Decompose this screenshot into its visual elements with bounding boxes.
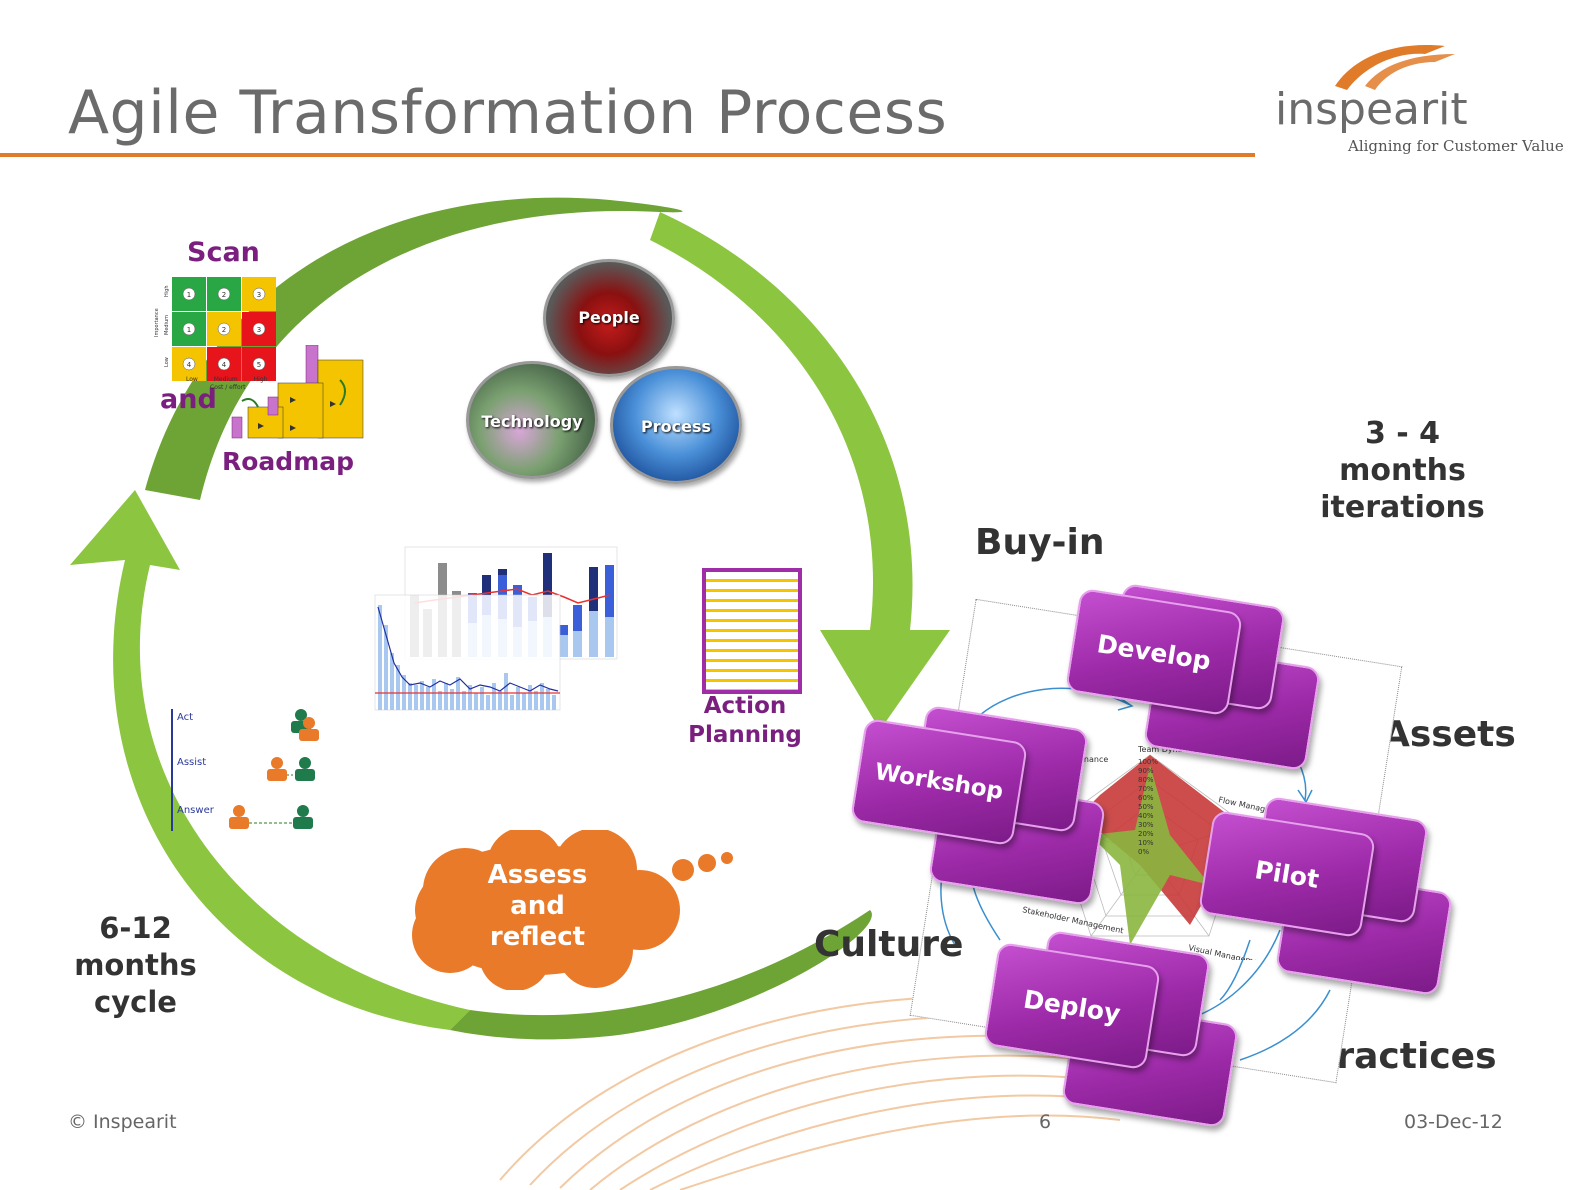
technology-photo: Technology	[466, 361, 598, 479]
radar-tick: 70%	[1138, 785, 1154, 793]
axis-cost-effort: Cost / effort	[210, 384, 246, 391]
grid-number: 4	[187, 361, 192, 369]
radar-tick: 50%	[1138, 803, 1154, 811]
inspearit-logo	[1270, 36, 1570, 156]
assess-reflect-label: Assess and reflect	[445, 860, 630, 953]
metrics-charts-graphic	[374, 546, 618, 711]
roadmap-label: Roadmap	[222, 447, 355, 476]
culture-label: Culture	[814, 924, 964, 965]
radar-tick: 60%	[1138, 794, 1154, 802]
level-y: High	[164, 286, 170, 298]
logo-tagline: Aligning for Customer Value	[1348, 137, 1564, 155]
footer-copyright: © Inspearit	[68, 1111, 177, 1133]
iteration-duration-label: 3 - 4 months iterations	[1305, 415, 1500, 526]
axis-importance: Importance	[154, 308, 160, 337]
radar-tick: 30%	[1138, 821, 1154, 829]
grid-number: 5	[257, 361, 261, 369]
action-planning-line: Action	[703, 693, 787, 719]
radar-tick: 80%	[1138, 776, 1154, 784]
grid-number: 1	[187, 291, 191, 299]
level-y: Low	[164, 357, 170, 367]
process-label: Process	[641, 417, 711, 436]
iteration-line: iterations	[1320, 490, 1485, 525]
assess-line: Assess	[487, 860, 588, 890]
process-photo: Process	[610, 366, 742, 484]
roadmap-graphic	[231, 345, 364, 439]
people-icons	[229, 709, 319, 829]
grid-number: 3	[257, 291, 261, 299]
aaa-item: Act	[177, 712, 194, 723]
person-icon	[291, 709, 319, 741]
grid-number: 3	[257, 326, 261, 334]
grid-number: 2	[222, 326, 226, 334]
cycle-line: 6-12	[99, 911, 172, 945]
title-underline	[0, 153, 1255, 157]
assets-label: Assets	[1382, 714, 1516, 755]
radar-tick: 20%	[1138, 830, 1154, 838]
and-label: and	[160, 384, 217, 415]
level-x: High	[253, 376, 268, 383]
scan-label: Scan	[187, 237, 260, 268]
level-y: Medium	[164, 315, 170, 335]
action-planning-line: Planning	[688, 722, 802, 748]
cycle-duration-label: 6-12 months cycle	[48, 910, 223, 1021]
assess-line: reflect	[489, 922, 586, 952]
logo-swoosh-icon	[1335, 45, 1455, 90]
footer-page-number: 6	[1039, 1111, 1052, 1133]
grid-number: 1	[187, 326, 191, 334]
people-photo: People	[543, 259, 675, 377]
action-planning-label: Action Planning	[680, 692, 810, 750]
technology-label: Technology	[481, 412, 583, 431]
logo-wordmark: inspearit	[1275, 84, 1468, 135]
radar-tick: 10%	[1138, 839, 1154, 847]
radar-tick: 0%	[1138, 848, 1149, 856]
page-title: Agile Transformation Process	[68, 78, 948, 148]
people-label: People	[578, 308, 640, 327]
act-assist-answer-graphic: Act Assist Answer	[167, 707, 327, 837]
importance-effort-matrix: 1 2 3 1 2 3 4 4 5 Importance High Medium…	[150, 275, 285, 385]
aaa-item: Assist	[177, 757, 207, 768]
footer-date: 03-Dec-12	[1404, 1111, 1503, 1133]
iteration-line: 3 - 4	[1364, 416, 1441, 451]
cycle-line: months	[74, 948, 197, 982]
radar-tick: 90%	[1138, 767, 1154, 775]
radar-tick: 100%	[1138, 758, 1158, 766]
action-planning-notepad	[702, 568, 802, 694]
cycle-line: cycle	[94, 985, 177, 1019]
aaa-item: Answer	[177, 805, 214, 816]
radar-tick: 40%	[1138, 812, 1154, 820]
buy-in-label: Buy-in	[975, 522, 1105, 563]
level-x: Low	[186, 376, 198, 383]
assess-line: and	[510, 891, 565, 921]
level-x: Medium	[213, 376, 238, 383]
grid-number: 2	[222, 291, 226, 299]
matrix-x-levels: Low Medium High	[186, 376, 286, 383]
thought-cloud-icon	[412, 830, 733, 990]
grid-number: 4	[222, 361, 227, 369]
iteration-line: months	[1339, 453, 1466, 488]
